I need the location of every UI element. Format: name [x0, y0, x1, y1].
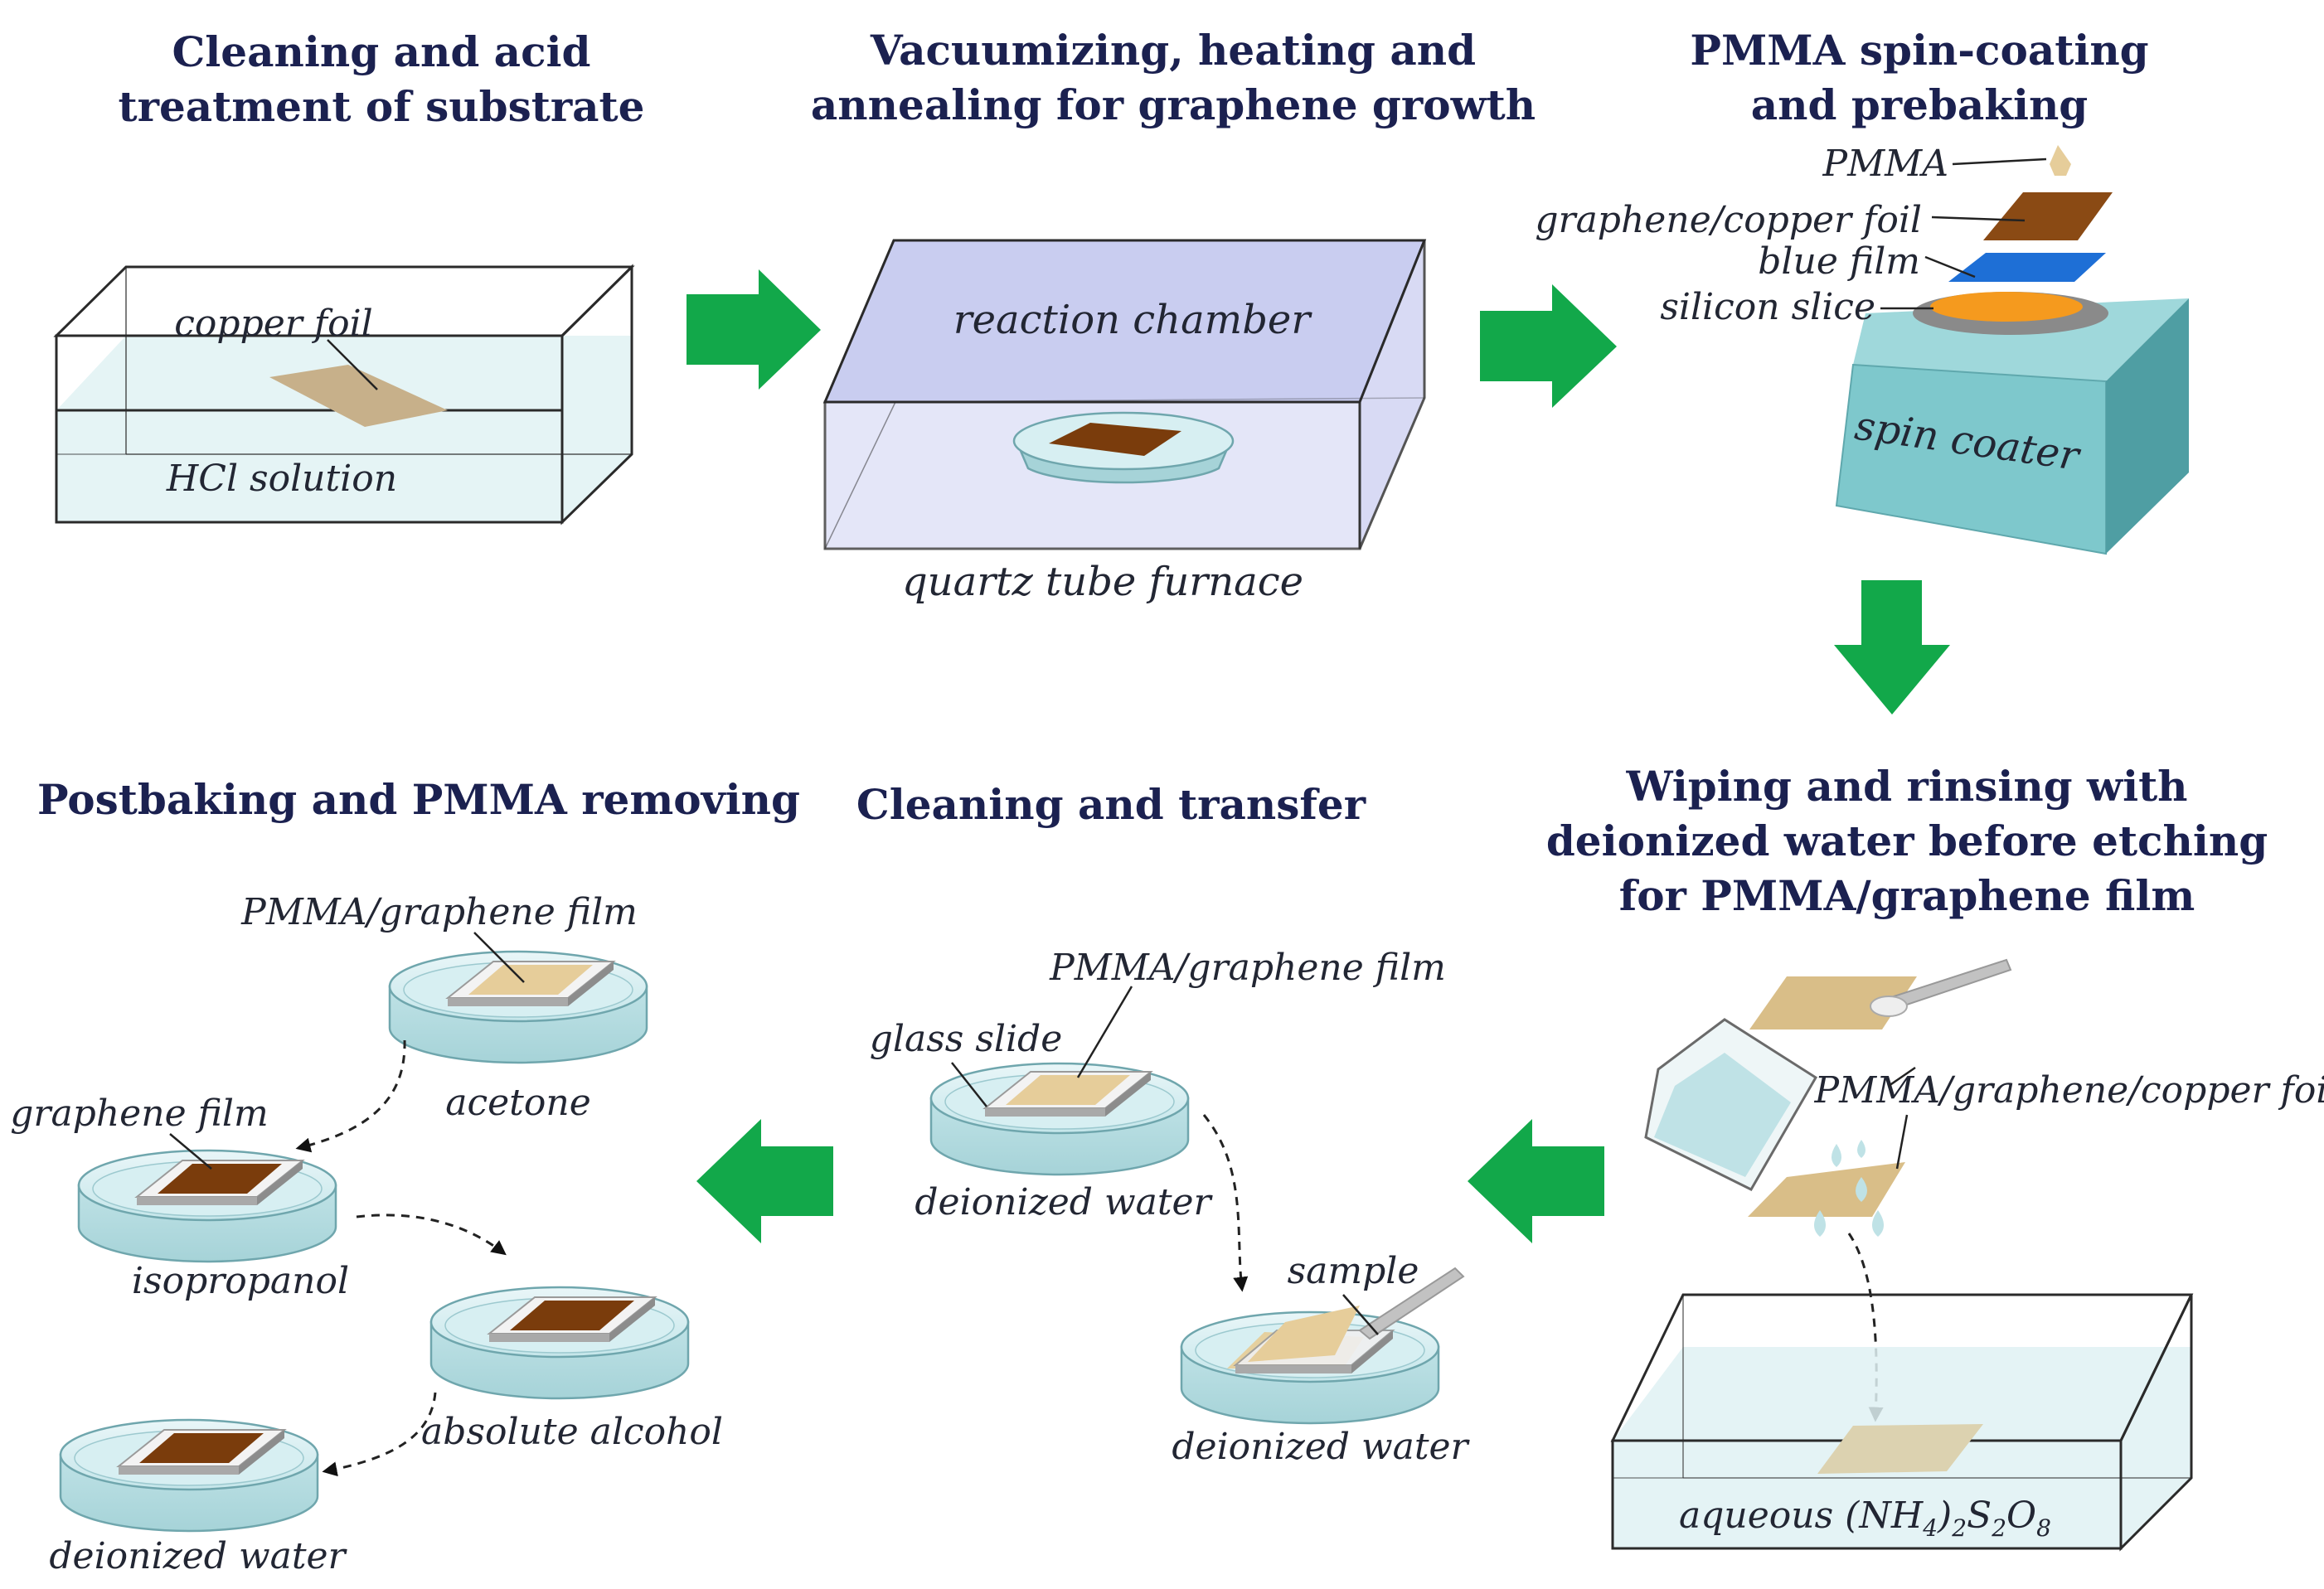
hcl-solution-label: HCl solution	[166, 458, 397, 500]
pmma-label: PMMA	[1822, 143, 1949, 185]
step2-title-line2: annealing for graphene growth	[811, 80, 1536, 129]
arrow-right-2	[1480, 284, 1617, 408]
step6-title-line1: Postbaking and PMMA removing	[37, 775, 800, 824]
deionized-water-transfer2-label: deionized water	[1172, 1426, 1470, 1468]
arrow-left-2	[696, 1119, 833, 1243]
sample-label: sample	[1288, 1250, 1419, 1292]
absolute-alcohol-dish	[429, 1286, 690, 1400]
arrow-right-1	[687, 269, 821, 390]
deionized-water-post-label: deionized water	[49, 1535, 347, 1577]
step3-title-line2: and prebaking	[1751, 80, 2089, 129]
copper-foil-piece	[269, 365, 448, 427]
step1-title-line2: treatment of substrate	[119, 82, 645, 131]
isopropanol-dish	[77, 1149, 337, 1263]
quartz-boat	[1012, 411, 1235, 484]
blue-film-label: blue film	[1758, 240, 1920, 283]
pmma-drop	[2050, 145, 2071, 176]
aqueous-label: aqueous (NH4)2S2O8	[1679, 1495, 2051, 1542]
blue-film-piece	[1948, 253, 2106, 282]
step1-title-line1: Cleaning and acid	[172, 27, 591, 76]
step3-title-line1: PMMA spin-coating	[1690, 26, 2148, 75]
step5-title-line1: Cleaning and transfer	[856, 780, 1366, 829]
transfer-dish-2	[1180, 1267, 1465, 1425]
acetone-label: acetone	[445, 1082, 590, 1124]
step4-title-line1: Wiping and rinsing with	[1625, 762, 2187, 811]
deionized-water-transfer1-label: deionized water	[915, 1181, 1213, 1223]
graphene-film-label: graphene film	[10, 1092, 268, 1135]
copper-foil-label: copper foil	[174, 303, 372, 345]
graphene-copper-foil-label: graphene/copper foil	[1535, 199, 1922, 241]
reaction-chamber-label: reaction chamber	[953, 297, 1313, 343]
step4-title-line2: deionized water before etching	[1546, 816, 2268, 865]
pmma-graphene-copper-foil-label: PMMA/graphene/copper foil	[1814, 1069, 2324, 1112]
etching-tank	[1610, 1293, 2194, 1552]
pmma-graphene-film-post-label: PMMA/graphene film	[240, 891, 638, 933]
arrow-down	[1834, 580, 1950, 715]
acetone-dish	[388, 950, 648, 1064]
deionized-water-post-dish	[59, 1418, 319, 1533]
absolute-alcohol-label: absolute alcohol	[421, 1411, 723, 1453]
graphene-copper-foil-piece	[1983, 192, 2113, 240]
isopropanol-label: isopropanol	[132, 1260, 349, 1302]
wiping-scene	[1644, 958, 2012, 1237]
hcl-tank	[53, 264, 635, 526]
arrow-left-1	[1468, 1119, 1604, 1243]
silicon-slice-label: silicon slice	[1660, 286, 1875, 328]
spin-coater	[1835, 292, 2189, 555]
step4-title-line3: for PMMA/graphene film	[1619, 871, 2195, 920]
step2-title-line1: Vacuumizing, heating and	[870, 26, 1476, 75]
transfer-dish-1	[929, 1062, 1190, 1176]
pmma-graphene-film-transfer-label: PMMA/graphene film	[1049, 947, 1446, 989]
glass-slide-label: glass slide	[870, 1018, 1063, 1060]
quartz-tube-furnace-label: quartz tube furnace	[902, 559, 1303, 605]
reaction-chamber	[822, 239, 1427, 550]
silicon-slice-disk	[1930, 292, 2083, 322]
